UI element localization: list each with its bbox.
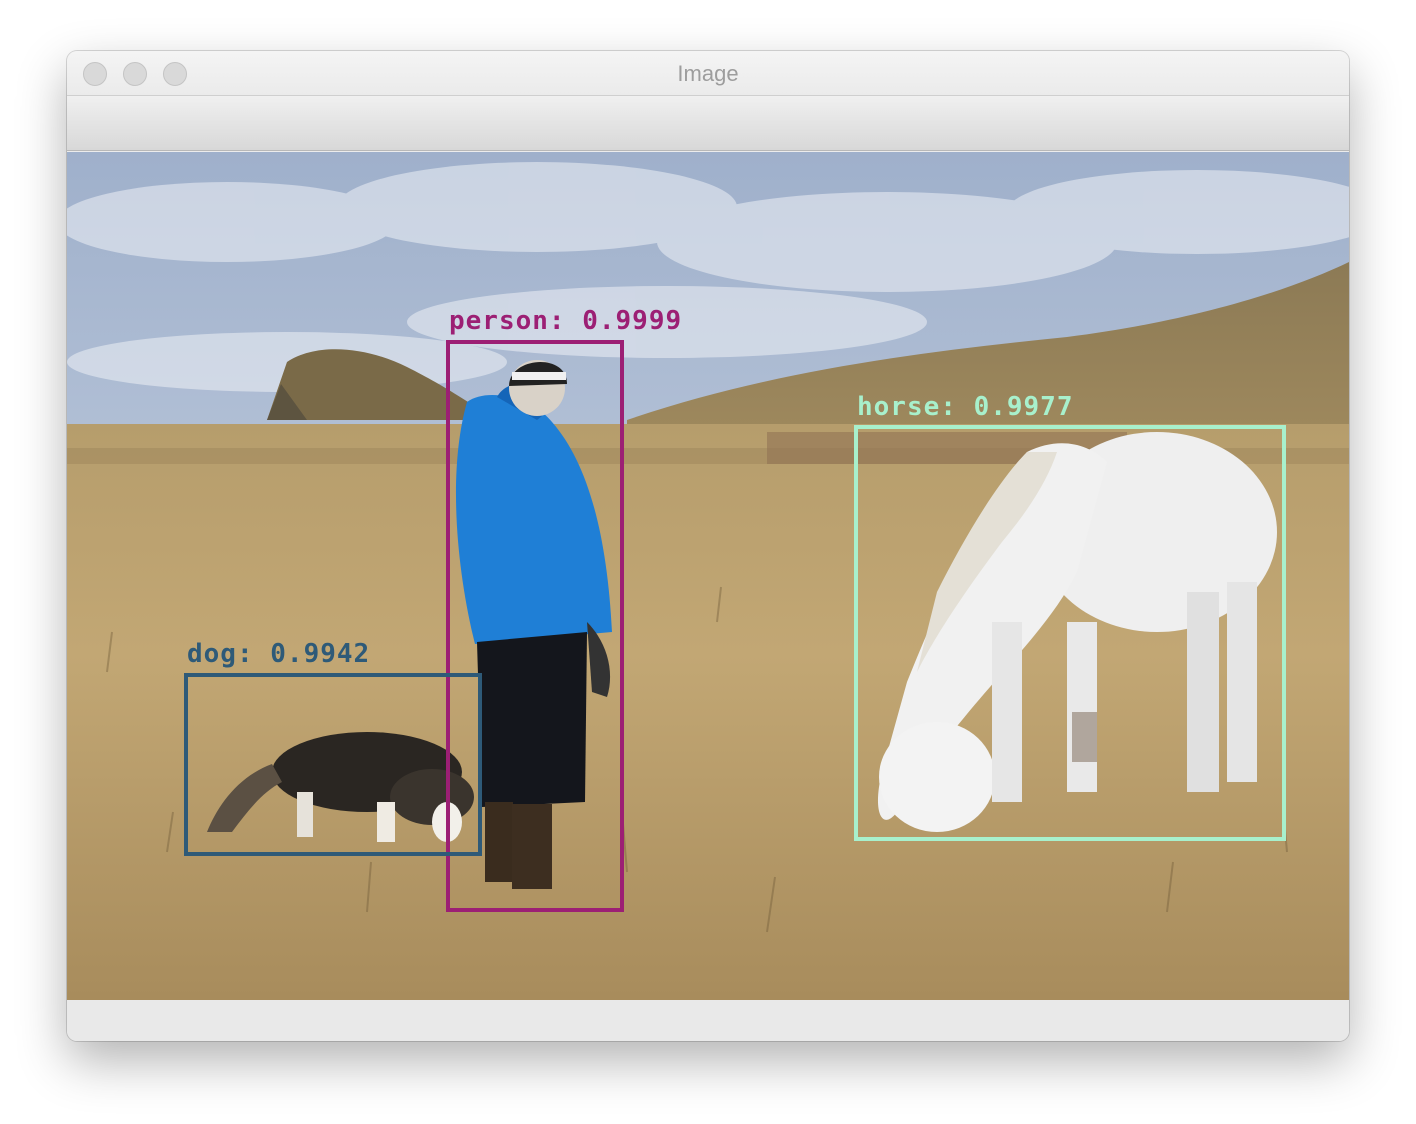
person-detection-box: [446, 340, 624, 912]
person-detection-label: person: 0.9999: [449, 306, 683, 336]
zoom-button[interactable]: [163, 62, 187, 86]
minimize-button[interactable]: [123, 62, 147, 86]
dog-detection-label: dog: 0.9942: [187, 639, 371, 669]
right-hill: [627, 262, 1349, 452]
toolbar: [67, 96, 1349, 151]
photo: [67, 152, 1349, 1000]
person: [455, 360, 612, 889]
dog-detection-box: [184, 673, 482, 856]
horse-detection-label: horse: 0.9977: [857, 392, 1074, 422]
close-button[interactable]: [83, 62, 107, 86]
horse: [877, 432, 1277, 832]
image-window: Image: [67, 51, 1349, 1041]
image-canvas: person: 0.9999 horse: 0.9977 dog: 0.9942: [67, 152, 1349, 1000]
left-bluff: [267, 349, 497, 420]
title-bar[interactable]: Image: [67, 51, 1349, 96]
horse-detection-box: [854, 425, 1286, 841]
window-title: Image: [677, 61, 739, 86]
status-bar: [67, 1000, 1349, 1041]
